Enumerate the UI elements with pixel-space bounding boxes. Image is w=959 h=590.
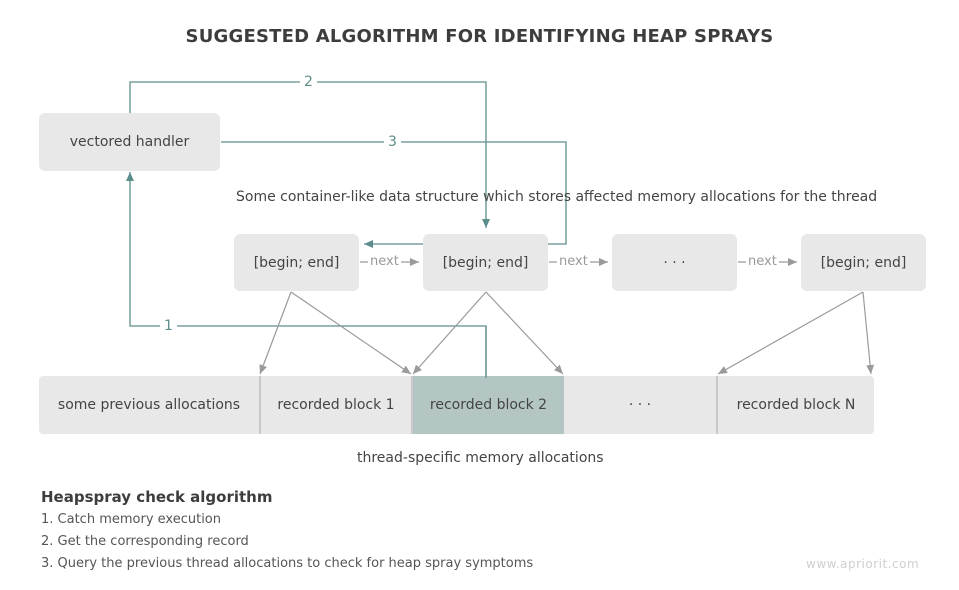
record-box-ellipsis: · · · — [612, 234, 737, 291]
next-label-1: next — [368, 254, 401, 269]
alloc-previous: some previous allocations — [57, 397, 241, 413]
record2-begin-arrow — [412, 291, 487, 375]
allocations-caption: thread-specific memory allocations — [357, 450, 604, 466]
vectored-handler-box: vectored handler — [39, 113, 220, 171]
algorithm-title: Heapspray check algorithm — [41, 488, 273, 506]
diagram-title: SUGGESTED ALGORITHM FOR IDENTIFYING HEAP… — [185, 26, 774, 47]
next-label-3: next — [746, 254, 779, 269]
alloc-recorded-block-2: recorded block 2 — [411, 376, 564, 434]
container-caption: Some container-like data structure which… — [236, 189, 878, 205]
alloc-recorded-block-n: recorded block N — [716, 376, 874, 434]
algorithm-step-2: 2. Get the corresponding record — [41, 534, 249, 549]
step-number-1: 1 — [160, 319, 177, 333]
algorithm-step-3: 3. Query the previous thread allocations… — [41, 556, 534, 571]
record-box-1: [begin; end] — [234, 234, 359, 291]
thread-allocations-row: some previous allocations recorded block… — [39, 376, 874, 434]
next-label-2: next — [557, 254, 590, 269]
record-box-n: [begin; end] — [801, 234, 926, 291]
record1-end-arrow — [290, 291, 412, 375]
record1-begin-arrow — [259, 291, 292, 375]
watermark: www.apriorit.com — [806, 557, 920, 571]
step-number-3: 3 — [384, 135, 401, 149]
alloc-ellipsis: · · · — [628, 397, 652, 413]
algorithm-step-1: 1. Catch memory execution — [41, 512, 221, 527]
recordN-begin-arrow — [717, 291, 864, 375]
recordN-end-arrow — [862, 291, 875, 375]
record2-end-arrow — [485, 291, 564, 375]
step-number-2: 2 — [300, 75, 317, 89]
alloc-recorded-block-1: recorded block 1 — [259, 376, 411, 434]
record-box-2: [begin; end] — [423, 234, 548, 291]
